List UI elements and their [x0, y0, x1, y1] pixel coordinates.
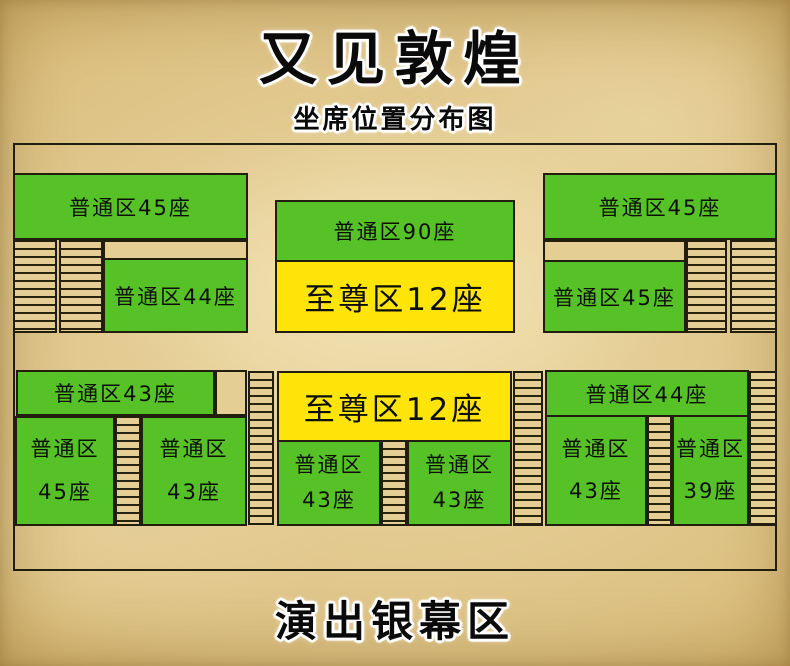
aisle-cell-bottom-left — [215, 370, 247, 416]
zone-ordinary-39-bottom-right: 普通区 39座 — [672, 415, 749, 526]
stairs-bottom-right-outer — [749, 371, 777, 526]
zone-label-line2: 43座 — [167, 479, 221, 504]
zone-label: 普通区44座 — [585, 382, 709, 407]
seat-map-border — [13, 143, 777, 571]
stairs-bottom-right — [647, 415, 672, 526]
stairs-top-right-outer — [730, 240, 777, 333]
zone-label: 普通区43座 — [54, 382, 177, 406]
zone-label-line2: 43座 — [302, 487, 356, 512]
zone-label-line1: 普通区 — [30, 437, 100, 462]
zone-label-line1: 普通区 — [425, 453, 494, 478]
stairs-bottom-left — [115, 416, 141, 526]
zone-label-line2: 45座 — [38, 479, 92, 504]
zone-supreme-12-middle: 至尊区12座 — [277, 371, 512, 442]
zone-label-line2: 39座 — [683, 479, 738, 504]
zone-label-line2: 43座 — [432, 487, 487, 512]
stairs-middle-left — [248, 371, 274, 525]
page-title: 又见敦煌 — [258, 25, 531, 93]
zone-label-line1: 普通区 — [294, 453, 364, 478]
zone-ordinary-45-top-left: 普通区45座 — [13, 173, 248, 240]
zone-ordinary-45-bottom-left: 普通区 45座 — [15, 416, 115, 526]
zone-supreme-12-top-middle: 至尊区12座 — [275, 260, 515, 333]
zone-ordinary-45-top-right-lower: 普通区45座 — [543, 260, 686, 333]
zone-label: 普通区45座 — [598, 195, 722, 220]
zone-label: 至尊区12座 — [304, 282, 486, 318]
zone-ordinary-43-middle-left: 普通区 43座 — [277, 440, 381, 526]
zone-label: 普通区45座 — [553, 285, 676, 310]
zone-label: 普通区90座 — [333, 220, 457, 244]
zone-ordinary-43-bottom-left-lower: 普通区 43座 — [141, 416, 247, 526]
zone-ordinary-43-bottom-left-bar: 普通区43座 — [16, 370, 215, 416]
page-subtitle: 坐席位置分布图 — [293, 105, 497, 135]
stairs-middle-center — [381, 440, 407, 526]
zone-ordinary-43-bottom-right: 普通区 43座 — [545, 415, 647, 526]
zone-ordinary-45-top-right: 普通区45座 — [543, 173, 777, 240]
zone-label: 普通区45座 — [69, 195, 192, 220]
aisle-cell-top-right — [543, 240, 686, 262]
zone-ordinary-90-top-middle: 普通区90座 — [275, 200, 515, 262]
performance-screen-label: 演出银幕区 — [274, 597, 515, 646]
zone-label-line2: 43座 — [569, 479, 623, 504]
stairs-top-left-inner — [59, 240, 103, 333]
stairs-middle-right — [513, 371, 543, 526]
stairs-top-left-outer — [13, 240, 57, 333]
zone-ordinary-43-middle-right: 普通区 43座 — [407, 440, 512, 526]
zone-label: 普通区44座 — [114, 284, 237, 309]
zone-label-line1: 普通区 — [676, 436, 745, 461]
stairs-top-right-inner — [686, 240, 727, 333]
zone-ordinary-44-top-left: 普通区44座 — [103, 258, 248, 333]
zone-label-line1: 普通区 — [159, 437, 229, 462]
zone-label: 至尊区12座 — [303, 392, 486, 428]
zone-label-line1: 普通区 — [561, 436, 631, 461]
zone-ordinary-44-bottom-right-bar: 普通区44座 — [545, 370, 749, 417]
aisle-cell-top-left — [103, 240, 248, 260]
